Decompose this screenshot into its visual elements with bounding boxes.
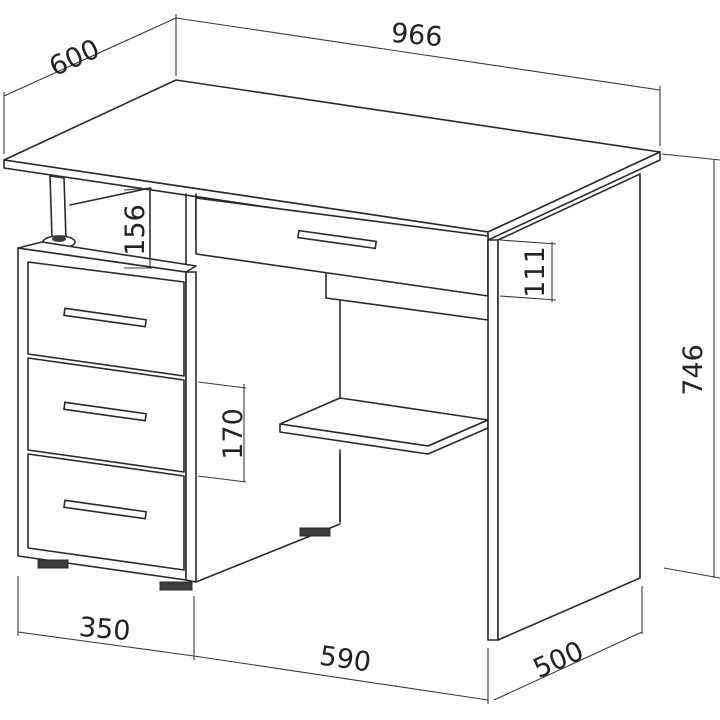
dim-label-111: 111 [520, 246, 551, 298]
pedestal-drawer-3-handle [63, 499, 148, 520]
pedestal-drawer-2-handle [63, 401, 148, 422]
top-drawer-handle [297, 229, 378, 250]
dim-label-350: 350 [78, 612, 132, 647]
chrome-leg [42, 175, 76, 249]
dim-label-156: 156 [120, 204, 151, 256]
pedestal-foot-rear [299, 527, 331, 537]
side-panel-front-edge [487, 239, 499, 641]
middle-shelf [279, 397, 489, 523]
drawer-box-bottom [325, 297, 489, 321]
dim-label-966: 966 [390, 18, 444, 53]
dim-500-line [493, 631, 643, 701]
pedestal-top [17, 241, 197, 273]
dim-label-170: 170 [218, 408, 249, 460]
dim-label-746: 746 [678, 344, 709, 396]
dim-746-ext-1 [661, 153, 720, 161]
dim-label-600: 600 [45, 34, 105, 83]
leg-post [49, 175, 67, 241]
dim-350-line [17, 631, 195, 657]
pedestal-drawer-1-handle [63, 307, 148, 328]
desk-top [3, 79, 661, 241]
dim-156-ext-1 [123, 187, 153, 191]
dim-966-line [175, 17, 661, 91]
dimension-lines [3, 14, 720, 704]
side-panel-face [497, 173, 641, 641]
dim-170-ext-2 [197, 475, 247, 483]
dim-600-line [3, 17, 177, 97]
pedestal-side [185, 271, 197, 583]
pedestal-foot-back [159, 581, 193, 591]
dim-111-ext-2 [499, 295, 557, 301]
dim-746-ext-2 [663, 567, 720, 579]
dim-170-ext-1 [197, 381, 247, 389]
right-side-panel [487, 173, 641, 641]
dim-label-590: 590 [318, 641, 373, 679]
pedestal-foot-front [37, 559, 69, 569]
dim-label-500: 500 [529, 636, 589, 685]
left-pedestal [17, 241, 341, 591]
dim-111-ext-1 [499, 239, 557, 245]
leg-collar [52, 236, 66, 242]
dim-590-line [193, 655, 489, 701]
